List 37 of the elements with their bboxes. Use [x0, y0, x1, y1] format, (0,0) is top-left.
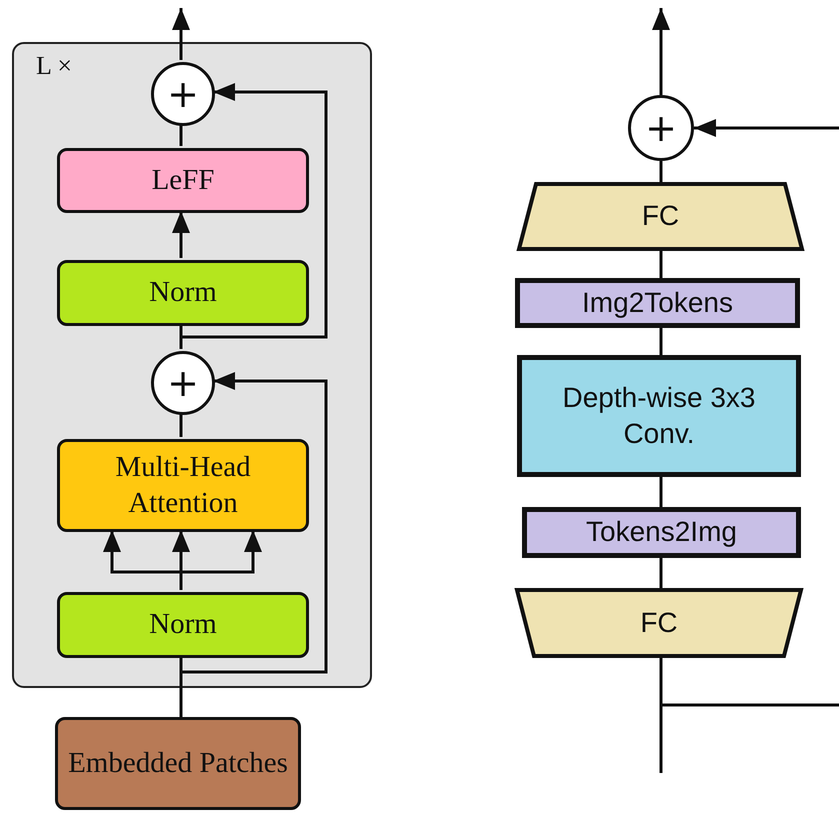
connector-line	[660, 558, 662, 590]
connector-line	[172, 8, 190, 60]
process-box	[55, 717, 301, 810]
process-box	[522, 507, 801, 558]
repeat-label: L ×	[36, 50, 72, 82]
block-label: Embedded Patches	[68, 746, 288, 781]
connector-line	[652, 8, 670, 95]
connector-line	[660, 328, 662, 355]
plus-sign: +	[645, 109, 677, 147]
connector-line	[694, 119, 839, 137]
process-box	[57, 260, 309, 326]
plus-sign: +	[167, 75, 199, 113]
block-panel	[12, 42, 372, 688]
block-label: Norm	[149, 275, 217, 310]
process-box	[57, 148, 309, 213]
process-box	[517, 355, 801, 477]
block-label: FC	[642, 199, 680, 234]
connector-line	[180, 83, 328, 349]
plus-sign: +	[167, 364, 199, 402]
block-label: Norm	[149, 607, 217, 642]
connector-line	[180, 530, 262, 590]
block-label: Multi-Head Attention	[114, 450, 252, 520]
connector-line	[660, 161, 662, 184]
block-label: Depth-wise 3x3 Conv.	[562, 380, 756, 451]
block-label: Img2Tokens	[582, 286, 733, 320]
process-box	[57, 439, 309, 532]
block-label: Tokens2Img	[586, 515, 737, 550]
process-box	[515, 278, 800, 328]
process-box	[57, 592, 309, 658]
connector-line	[180, 124, 182, 146]
connector-line	[180, 413, 182, 437]
block-label: LeFF	[152, 162, 214, 198]
connector-line	[660, 656, 839, 706]
connector-line	[172, 211, 190, 258]
connector-line	[660, 477, 662, 507]
block-label: FC	[640, 606, 678, 640]
connector-line	[660, 249, 662, 278]
